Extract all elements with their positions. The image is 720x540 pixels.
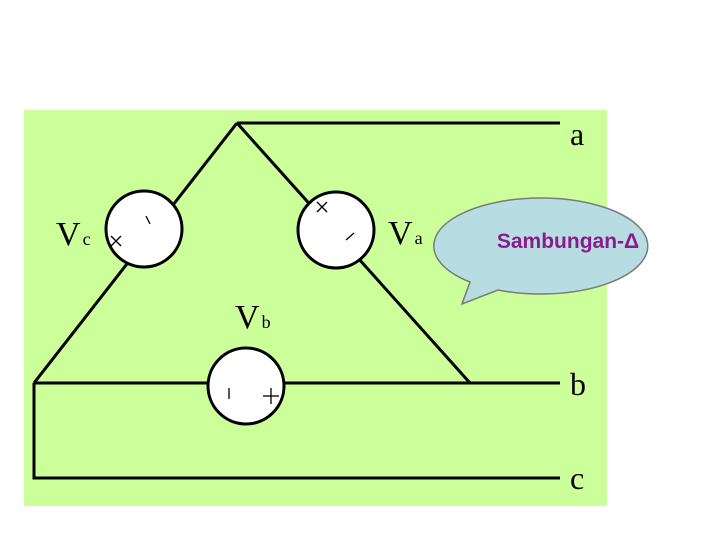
terminal-c-label: c [570,460,584,496]
source-vc-plus-mark [110,235,122,247]
callout-bubble [433,197,649,306]
diagram-panel [24,110,607,506]
source-va-circle [296,190,376,270]
source-vb [206,346,286,426]
callout-text: Sambungan-Δ [497,230,639,253]
terminal-a-label: a [570,116,584,152]
source-vc [104,189,184,269]
source-va-minus-mark [345,232,355,241]
source-va-plus-mark [316,201,328,213]
source-vc-minus-mark [145,215,151,225]
line-c-wire [32,383,560,480]
source-vb-plus-mark [263,388,279,404]
source-vb-circle [206,346,286,426]
source-vc-circle [104,189,184,269]
terminal-b-label: b [570,366,586,402]
source-va [296,190,376,270]
callout: Sambungan-Δ [433,197,649,306]
